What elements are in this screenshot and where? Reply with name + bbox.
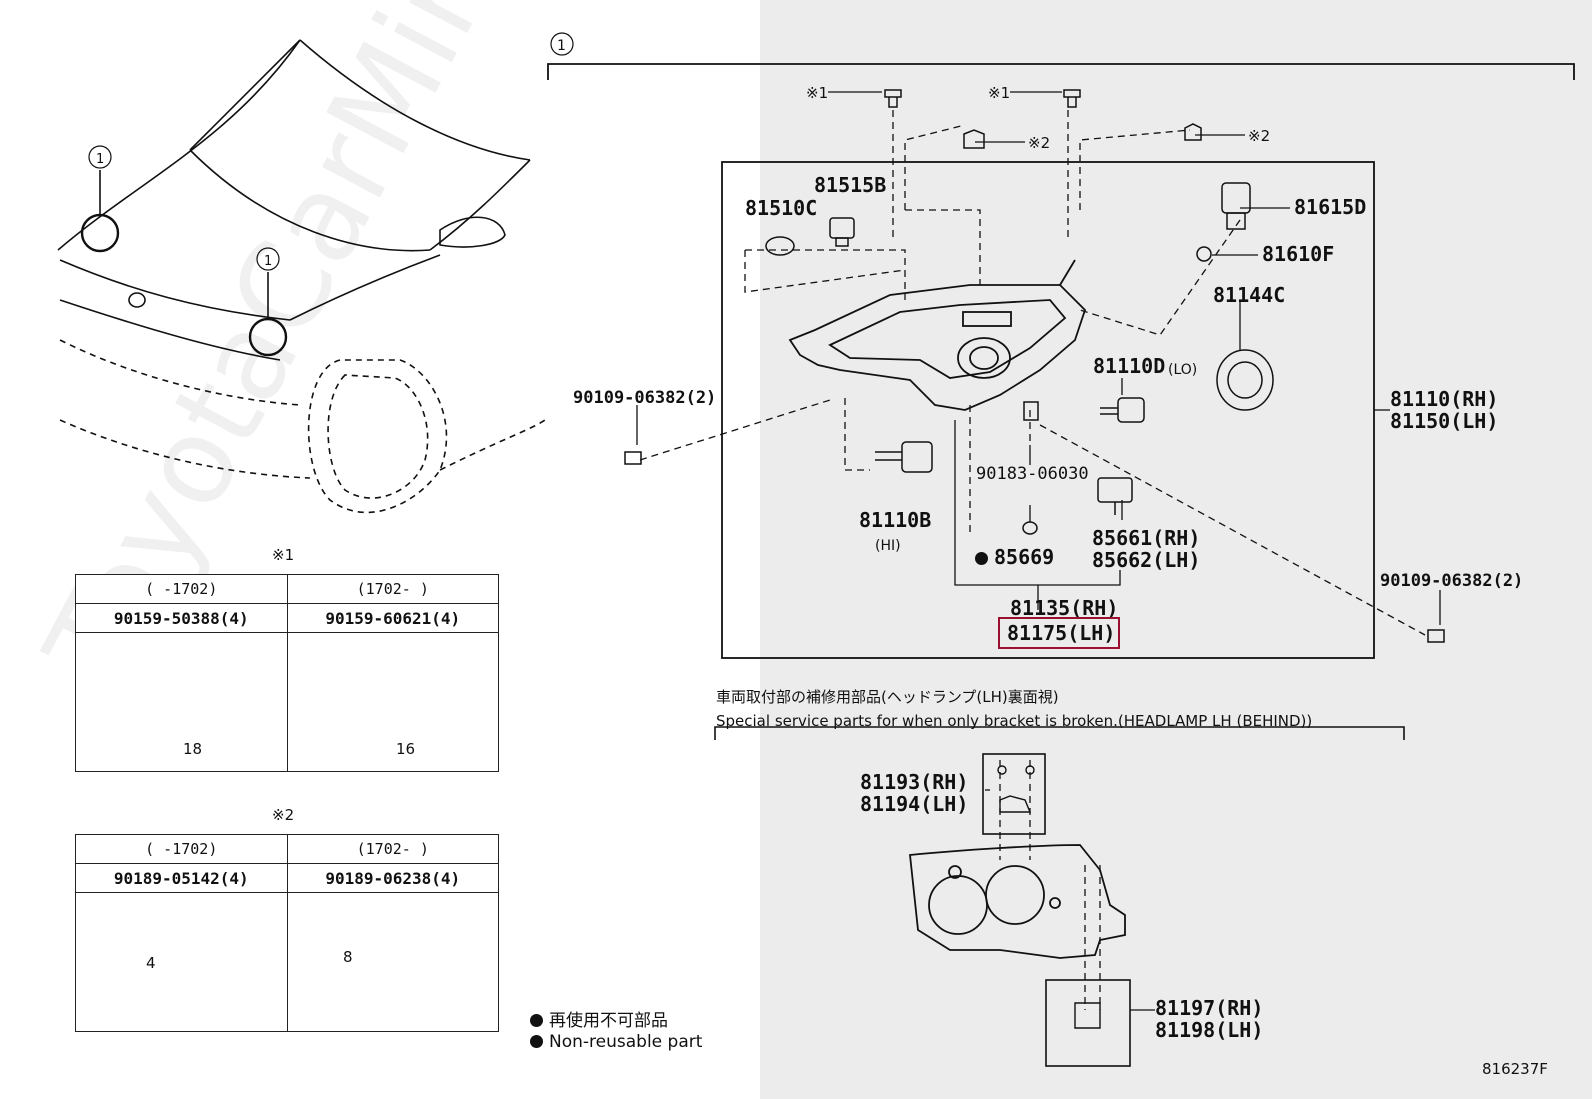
table1-part-late[interactable]: 90159-60621(4): [286, 603, 499, 633]
part-number-85669: 85669: [994, 545, 1055, 569]
table1-drawing-early: [75, 632, 288, 772]
legend-jp: 再使用不可部品: [530, 1006, 668, 1031]
solid-leaders: [636, 91, 1441, 1011]
service-bracket: [714, 726, 1405, 740]
part-label-81610F[interactable]: 81610F: [1262, 242, 1335, 266]
table1-part-early[interactable]: 90159-50388(4): [75, 603, 288, 633]
table2-drawing-early: [75, 892, 288, 1032]
clip-table: ( -1702) (1702- ) 90189-05142(4) 90189-0…: [75, 834, 499, 1032]
clip-mark: ※2: [1028, 134, 1051, 152]
table2-mark: ※2: [272, 806, 295, 824]
table2-dim-early: 4: [146, 954, 156, 972]
part-label-81198-lh[interactable]: 81198(LH): [1155, 1018, 1264, 1042]
vehicle-front-sketch: [57, 39, 546, 514]
screw-table: ( -1702) (1702- ) 90159-50388(4) 90159-6…: [75, 574, 499, 772]
part-label-81197-rh[interactable]: 81197(RH): [1155, 996, 1264, 1020]
part-note-hi: (HI): [875, 538, 901, 554]
part-label-85669[interactable]: 85669: [975, 547, 1054, 567]
part-label-81615D[interactable]: 81615D: [1294, 195, 1367, 219]
table2-drawing-late: [286, 892, 499, 1032]
part-label-81110B[interactable]: 81110B: [859, 508, 932, 532]
bracket-box-81193: [982, 753, 1046, 835]
legend-en: Non-reusable part: [530, 1032, 702, 1052]
small-parts: [624, 89, 1445, 643]
part-label-85661-rh[interactable]: 85661(RH): [1092, 526, 1201, 550]
table2-dim-late: 8: [343, 948, 353, 966]
special-service-jp: 車両取付部の補修用部品(ヘッドランプ(LH)裏面視): [716, 688, 1059, 706]
group-ref-number: 1: [557, 38, 566, 54]
part-label-81515B[interactable]: 81515B: [814, 173, 887, 197]
table1-drawing-late: [286, 632, 499, 772]
non-reusable-dot: [975, 552, 988, 565]
screw-mark: ※1: [806, 84, 829, 102]
background-shade: [760, 0, 1592, 1099]
headlamp-housing: [788, 259, 1087, 411]
vehicle-ref-number: 1: [96, 152, 105, 167]
table1-range-early: ( -1702): [75, 574, 288, 604]
group-bracket: [547, 63, 1575, 80]
part-label-81193-rh[interactable]: 81193(RH): [860, 770, 969, 794]
part-label-90109-left[interactable]: 90109-06382(2): [573, 388, 717, 408]
part-label-90183[interactable]: 90183-06030: [976, 464, 1089, 484]
part-note-lo: (LO): [1168, 362, 1198, 378]
selected-part-highlight: [998, 617, 1120, 649]
legend-jp-text: 再使用不可部品: [549, 1011, 668, 1031]
table1-range-late: (1702- ): [286, 574, 499, 604]
vehicle-ref-number: 1: [264, 254, 273, 269]
part-label-81194-lh[interactable]: 81194(LH): [860, 792, 969, 816]
part-label-81110-rh[interactable]: 81110(RH): [1390, 387, 1499, 411]
legend-dot-icon: [530, 1035, 543, 1048]
headlamp-assembly-box: [721, 161, 1375, 659]
part-label-85662-lh[interactable]: 85662(LH): [1092, 548, 1201, 572]
bracket-parts: [997, 765, 1101, 1029]
table2-range-late: (1702- ): [286, 834, 499, 864]
part-label-81144C[interactable]: 81144C: [1213, 283, 1286, 307]
guide-lines: [639, 110, 1426, 1010]
legend-dot-icon: [530, 1014, 543, 1027]
part-label-81110D[interactable]: 81110D: [1093, 354, 1166, 378]
screw-mark: ※1: [988, 84, 1011, 102]
part-label-81135-rh[interactable]: 81135(RH): [1010, 596, 1119, 620]
table1-mark: ※1: [272, 546, 295, 564]
part-label-90109-right[interactable]: 90109-06382(2): [1380, 571, 1524, 591]
table1-dim-early: 18: [183, 740, 203, 758]
part-label-81150-lh[interactable]: 81150(LH): [1390, 409, 1499, 433]
table1-dim-late: 16: [396, 740, 416, 758]
legend-en-text: Non-reusable part: [549, 1032, 703, 1052]
part-label-81510C[interactable]: 81510C: [745, 196, 818, 220]
bracket-box-81197: [1045, 979, 1131, 1067]
diagram-id: 816237F: [1482, 1060, 1548, 1078]
group-ref-circle: [550, 32, 574, 56]
table2-range-early: ( -1702): [75, 834, 288, 864]
table2-part-late[interactable]: 90189-06238(4): [286, 863, 499, 893]
part-label-81175-lh[interactable]: 81175(LH): [1007, 621, 1116, 645]
headlamp-back-view: [909, 844, 1126, 959]
table2-part-early[interactable]: 90189-05142(4): [75, 863, 288, 893]
special-service-en: Special service parts for when only brac…: [716, 712, 1313, 730]
clip-mark: ※2: [1248, 127, 1271, 145]
